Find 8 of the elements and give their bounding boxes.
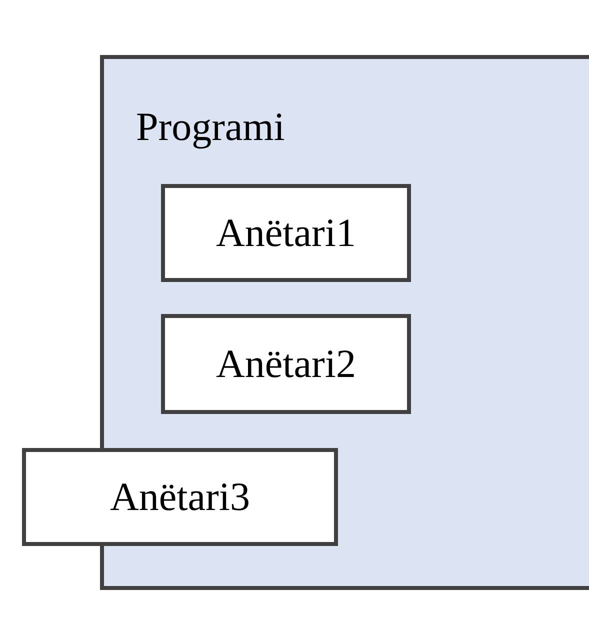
group-box xyxy=(100,55,589,590)
member-box xyxy=(161,314,411,414)
member-box xyxy=(161,184,411,282)
member-label: Anëtari2 xyxy=(216,344,356,384)
group-title: Programi xyxy=(136,107,285,147)
member-box xyxy=(22,448,338,546)
member-label: Anëtari3 xyxy=(110,477,250,517)
member-label: Anëtari1 xyxy=(216,213,356,253)
